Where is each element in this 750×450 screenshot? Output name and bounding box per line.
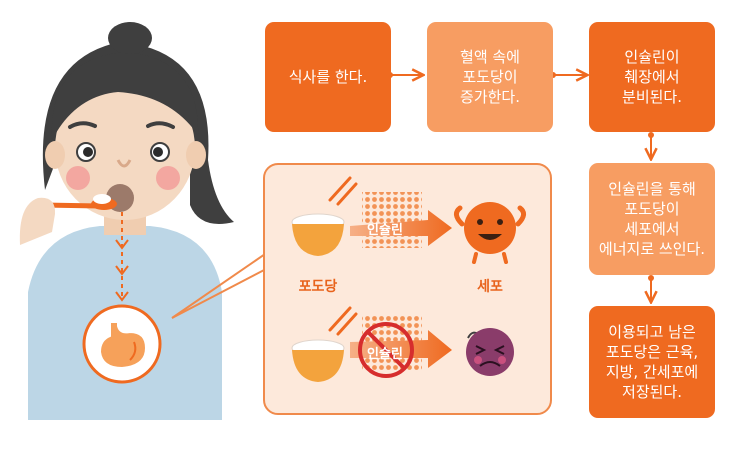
happy-cell-icon xyxy=(454,202,526,264)
sad-cell-icon xyxy=(466,328,514,376)
prohibited-icon xyxy=(358,322,414,378)
step-1-box: 식사를 한다. xyxy=(265,22,391,132)
insulin-label: 인슐린 xyxy=(367,223,403,238)
callout-pointer xyxy=(171,251,269,319)
step-4-box: 인슐린을 통해 포도당이 세포에서 에너지로 쓰인다. xyxy=(589,163,715,275)
rice-bowl-icon xyxy=(291,306,358,382)
glucose-label: 포도당 xyxy=(298,279,338,295)
insulin-label-crossed: 인슐린 xyxy=(367,347,403,362)
insulin-beam xyxy=(350,210,452,246)
stomach-icon xyxy=(82,304,162,384)
rice-bowl-icon xyxy=(291,176,358,256)
step-5-box: 이용되고 남은 포도당은 근육, 지방, 간세포에 저장된다. xyxy=(589,306,715,418)
glucose-dots xyxy=(362,192,422,248)
step-3-box: 인슐린이 췌장에서 분비된다. xyxy=(589,22,715,132)
step-2-box: 혈액 속에 포도당이 증가한다. xyxy=(427,22,553,132)
cell-label: 세포 xyxy=(477,279,503,295)
